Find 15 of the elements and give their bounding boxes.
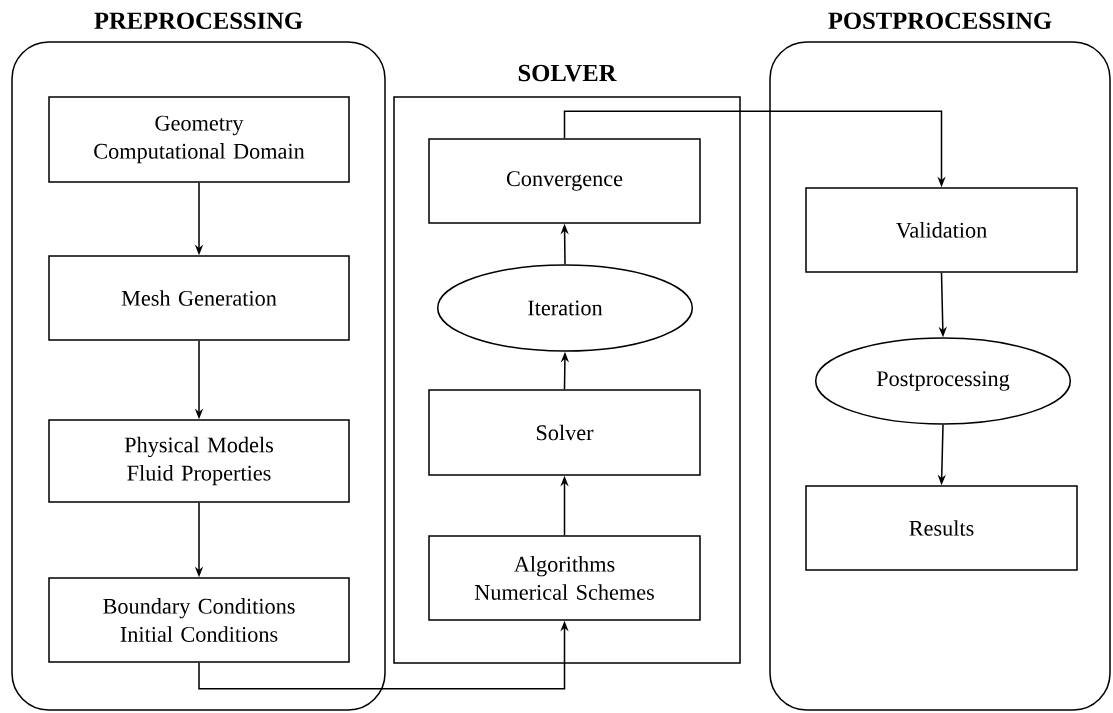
stage-title: SOLVER: [518, 64, 617, 82]
process-box: Convergence: [428, 138, 701, 224]
process-box: Results: [805, 485, 1078, 571]
process-box: Validation: [805, 187, 1078, 273]
process-box: Physical Models Fluid Properties: [48, 419, 350, 503]
process-box: Algorithms Numerical Schemes: [428, 535, 701, 621]
stage-panel: [769, 41, 1111, 711]
process-box: Solver: [428, 389, 701, 476]
process-box: Mesh Generation: [48, 255, 350, 341]
stage-panel: [11, 41, 386, 711]
process-box: Boundary Conditions Initial Conditions: [48, 577, 350, 663]
process-box: Geometry Computational Domain: [48, 96, 350, 183]
stage-panel: [393, 96, 741, 664]
stage-title: POSTPROCESSING: [828, 12, 1052, 30]
stage-title: PREPROCESSING: [94, 12, 303, 30]
